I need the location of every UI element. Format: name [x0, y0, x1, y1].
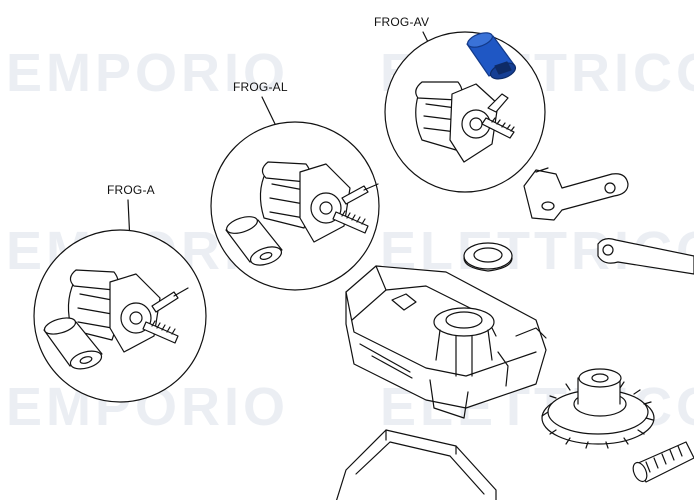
- callout-frog-av: [384, 31, 546, 193]
- model-label-frog-a: FROG-A: [107, 183, 155, 197]
- coupling-part: [43, 317, 103, 370]
- model-label-frog-av: FROG-AV: [374, 15, 430, 29]
- leader-line: [261, 96, 277, 127]
- gearbox-housing: [345, 265, 547, 419]
- highlighted-coupling-part: [466, 32, 517, 80]
- bearing-ring: [463, 242, 513, 272]
- gear-wheel: [541, 368, 655, 449]
- drive-arm: [597, 238, 694, 275]
- motor-assembly: [67, 269, 189, 353]
- model-label-frog-al: FROG-AL: [233, 80, 288, 94]
- release-lever: [523, 167, 629, 221]
- worm-screw: [632, 441, 694, 483]
- callout-frog-al: [210, 96, 380, 291]
- base-cover: [335, 429, 497, 500]
- coupling-part: [225, 216, 283, 266]
- motor-assembly: [259, 161, 379, 243]
- motor-assembly: [415, 81, 515, 163]
- callout-frog-a: [33, 199, 207, 403]
